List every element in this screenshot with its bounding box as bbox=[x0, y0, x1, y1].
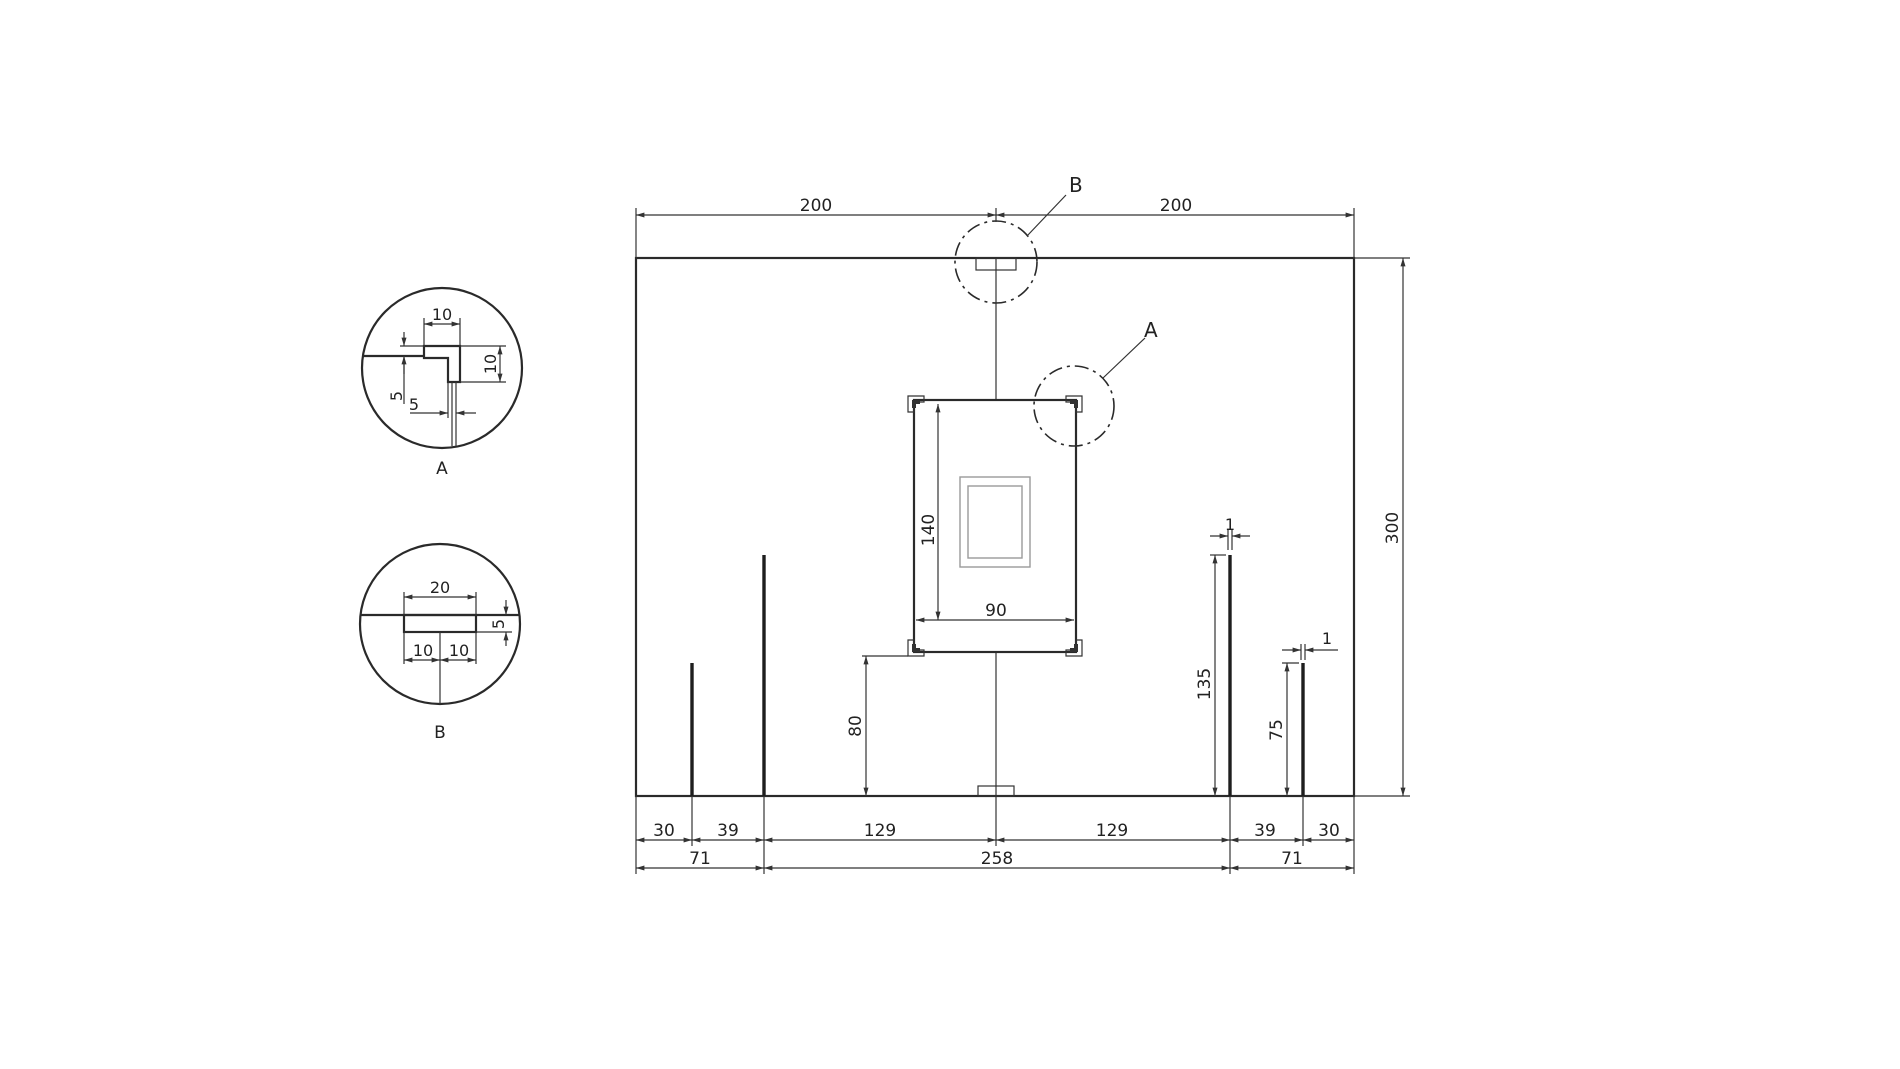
wall-outline bbox=[634, 256, 1356, 798]
top-dim-left: 200 bbox=[800, 196, 832, 216]
right-post-dimensions: 135 1 75 1 bbox=[1195, 515, 1338, 796]
bottom-dimensions-row1: 30 39 129 129 39 30 bbox=[635, 796, 1355, 874]
detail-a-caption: A bbox=[436, 459, 448, 479]
bottom-dim-5: 39 bbox=[1254, 821, 1276, 841]
panel-dimensions: 140 90 80 bbox=[846, 404, 1074, 796]
detail-a: 10 10 5 5 A bbox=[360, 286, 524, 479]
panel-corner-brackets bbox=[907, 395, 1083, 657]
detail-b-bracket bbox=[402, 613, 478, 634]
detail-b: 20 5 10 10 B bbox=[358, 542, 522, 743]
detail-b-dim-bottom-right: 10 bbox=[449, 641, 469, 660]
picture-frame-outer bbox=[959, 476, 1031, 568]
right-post-width-dim: 1 bbox=[1225, 515, 1235, 534]
bottom-dim-2: 39 bbox=[717, 821, 739, 841]
detail-a-dim-left: 5 bbox=[387, 391, 406, 401]
picture-frame-inner bbox=[967, 485, 1023, 559]
bottom-total-left: 71 bbox=[689, 849, 711, 869]
detail-a-dim-bottom: 5 bbox=[409, 395, 419, 414]
bottom-dim-3: 129 bbox=[864, 821, 896, 841]
top-dim-right: 200 bbox=[1160, 196, 1192, 216]
hanging-panel bbox=[912, 398, 1078, 654]
bottom-total-center: 258 bbox=[981, 849, 1013, 869]
detail-a-dim-top: 10 bbox=[432, 305, 452, 324]
detail-b-dim-top: 20 bbox=[430, 578, 450, 597]
detail-a-circle bbox=[360, 286, 524, 450]
detail-a-bracket bbox=[422, 344, 462, 384]
right-post-height-dim: 135 bbox=[1195, 668, 1215, 700]
right-short-post-height-dim: 75 bbox=[1267, 719, 1287, 741]
callout-a-label: A bbox=[1144, 318, 1158, 342]
bottom-dim-1: 30 bbox=[653, 821, 675, 841]
detail-circle-a bbox=[1033, 365, 1115, 447]
panel-elevation-dim: 80 bbox=[846, 715, 866, 737]
right-dim-height: 300 bbox=[1383, 512, 1403, 544]
panel-width-dim: 90 bbox=[985, 601, 1007, 621]
right-dimension: 300 bbox=[1354, 257, 1410, 797]
bottom-dim-6: 30 bbox=[1318, 821, 1340, 841]
top-bracket bbox=[975, 257, 1017, 271]
callout-b-label: B bbox=[1069, 173, 1083, 197]
top-dimension: 200 200 bbox=[635, 196, 1355, 258]
bottom-total-right: 71 bbox=[1281, 849, 1303, 869]
right-short-post-width-dim: 1 bbox=[1322, 629, 1332, 648]
leader-a bbox=[1102, 337, 1146, 379]
panel-height-dim: 140 bbox=[919, 514, 939, 546]
detail-b-caption: B bbox=[434, 723, 446, 743]
detail-b-dim-bottom-left: 10 bbox=[413, 641, 433, 660]
bottom-dimensions-row2: 71 258 71 bbox=[636, 849, 1354, 871]
main-view: B A 200 200 300 bbox=[634, 173, 1410, 874]
bottom-dim-4: 129 bbox=[1096, 821, 1128, 841]
detail-a-dim-right: 10 bbox=[481, 354, 500, 374]
detail-b-dim-right: 5 bbox=[489, 619, 508, 629]
